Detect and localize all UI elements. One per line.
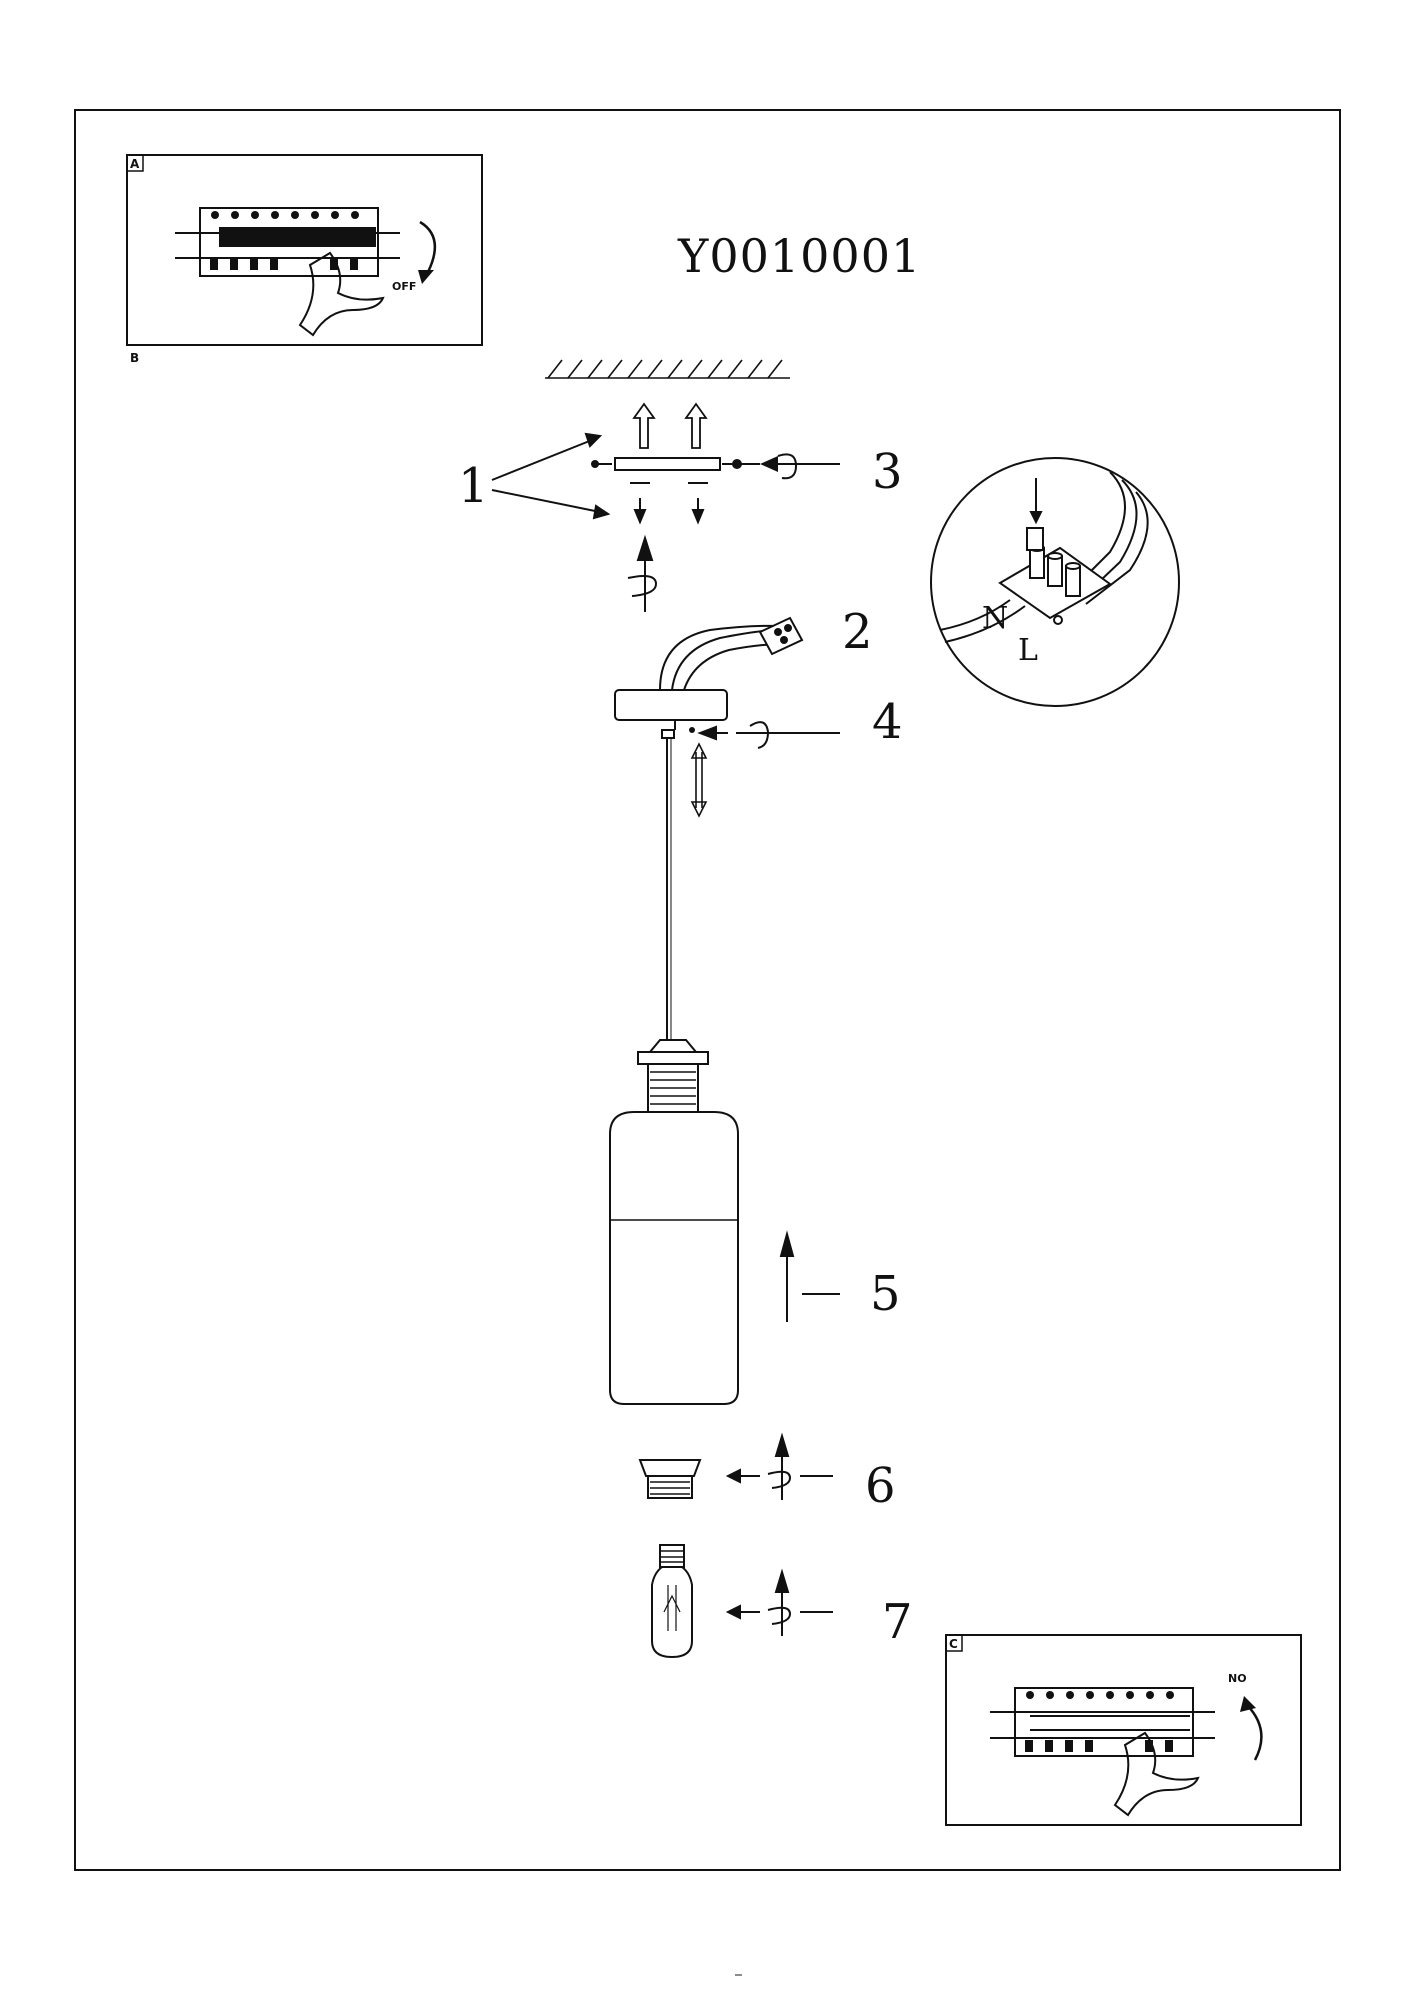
screw-icon	[591, 459, 760, 469]
canopy-screw	[661, 720, 728, 741]
rotate-arrow-icon	[777, 453, 798, 480]
step-7-label: 7	[882, 1594, 913, 1650]
model-code: Y0010001	[677, 229, 921, 283]
step-2-label: 2	[842, 604, 873, 660]
step-3-label: 3	[872, 444, 903, 500]
arrow-head	[760, 456, 778, 472]
mounting-bracket	[614, 457, 721, 471]
wall-plug-icon	[632, 402, 708, 449]
adjust-length-arrow-icon	[690, 742, 708, 818]
leader-1	[491, 432, 611, 520]
step-5-label: 5	[870, 1266, 901, 1322]
terminal-label-l: L	[1018, 633, 1038, 668]
step-6-label: 6	[865, 1458, 896, 1514]
bulb-icon	[651, 1544, 693, 1659]
panel-c-switch-on: C NO	[945, 1634, 1302, 1826]
switch-on-label: NO	[1228, 1672, 1247, 1685]
wiring-detail-circle: N L	[930, 457, 1180, 707]
panel-c-letter: C	[949, 1637, 958, 1651]
rotate-arrow-icon	[419, 220, 437, 273]
ceiling-hatch	[545, 359, 790, 379]
rotate-arrow-icon	[749, 721, 770, 749]
rotate-arrow-head	[418, 270, 434, 284]
terminal-block-icon	[758, 616, 804, 656]
breaker-box-icon	[175, 207, 400, 277]
rotate-up-arrow-icon	[725, 1432, 833, 1500]
terminal-label-n: N	[982, 601, 1008, 636]
upward-arrow-icon	[779, 1230, 840, 1322]
screwdriver-icon	[1026, 478, 1044, 551]
step-1-label: 1	[458, 458, 489, 514]
shade-ring	[638, 1459, 702, 1499]
page-frame	[74, 109, 1341, 1871]
rotate-up-arrow-icon	[725, 1568, 833, 1636]
panel-a-letter: A	[130, 157, 140, 171]
glass-shade	[609, 1111, 739, 1405]
rotate-arrow-icon	[1246, 1704, 1263, 1761]
switch-off-label: OFF	[392, 280, 416, 293]
rotate-arrow-head	[1240, 1696, 1256, 1712]
breaker-box-icon	[990, 1687, 1215, 1757]
canopy	[614, 689, 728, 721]
hand-icon	[298, 251, 385, 337]
panel-a-switch-off: A OFF	[126, 154, 483, 346]
step-4-label: 4	[872, 694, 903, 750]
hand-icon	[1113, 1731, 1200, 1817]
bracket-screws-lower	[630, 482, 708, 525]
upward-arrow-icon	[627, 534, 658, 612]
panel-b-letter: B	[130, 351, 139, 365]
